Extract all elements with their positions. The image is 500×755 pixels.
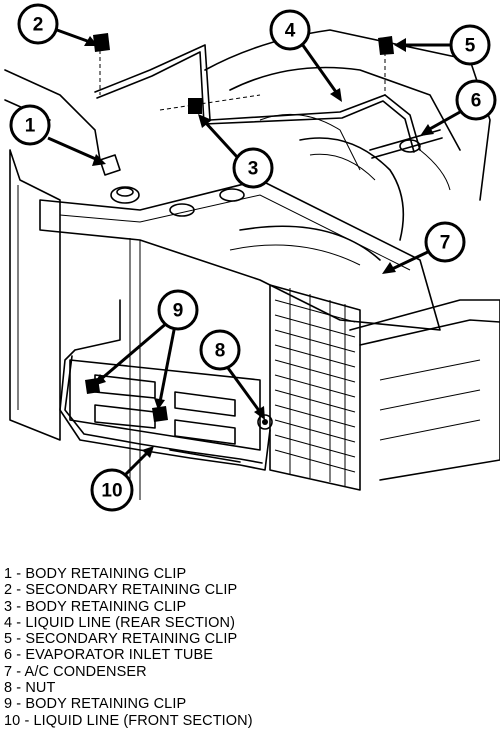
legend-item-2: 2 - SECONDARY RETAINING CLIP bbox=[4, 582, 238, 599]
callout-number-7: 7 bbox=[440, 233, 451, 254]
callout-leaders bbox=[47, 28, 468, 478]
legend-item-4: 4 - LIQUID LINE (REAR SECTION) bbox=[4, 614, 236, 631]
legend-item-3: 3 - BODY RETAINING CLIP bbox=[4, 598, 187, 615]
callout-number-8: 8 bbox=[215, 341, 226, 362]
engine-compartment-artwork bbox=[4, 29, 500, 500]
parts-legend: 1 - BODY RETAINING CLIP 2 - SECONDARY RE… bbox=[4, 566, 253, 729]
legend-item-10: 10 - LIQUID LINE (FRONT SECTION) bbox=[4, 712, 253, 729]
legend-item-5: 5 - SECONDARY RETAINING CLIP bbox=[4, 631, 238, 648]
callout-2: 2 bbox=[17, 3, 59, 45]
callout-1: 1 bbox=[9, 104, 51, 146]
body-retaining-clip-1 bbox=[99, 154, 121, 176]
component-diagram: 2 4 5 1 6 3 7 9 8 10 bbox=[4, 3, 500, 512]
callout-5: 5 bbox=[449, 24, 491, 66]
secondary-retaining-clip-5 bbox=[378, 36, 394, 55]
body-retaining-clip-9b bbox=[152, 406, 168, 422]
callout-number-1: 1 bbox=[25, 116, 36, 137]
secondary-retaining-clip-2 bbox=[93, 33, 110, 52]
legend-item-9: 9 - BODY RETAINING CLIP bbox=[4, 696, 187, 713]
callout-7: 7 bbox=[424, 221, 466, 263]
liquid-line-rear-section bbox=[94, 44, 421, 153]
callout-9: 9 bbox=[157, 289, 199, 331]
callout-number-9: 9 bbox=[173, 301, 184, 322]
legend-item-1: 1 - BODY RETAINING CLIP bbox=[4, 566, 187, 582]
callout-number-6: 6 bbox=[471, 91, 482, 112]
legend-item-6: 6 - EVAPORATOR INLET TUBE bbox=[4, 647, 214, 664]
callout-number-3: 3 bbox=[248, 159, 259, 180]
legend-item-7: 7 - A/C CONDENSER bbox=[4, 663, 147, 680]
liquid-line-front-section bbox=[59, 299, 271, 471]
callout-number-2: 2 bbox=[33, 15, 44, 36]
callout-10: 10 bbox=[90, 468, 134, 512]
legend-item-8: 8 - NUT bbox=[4, 680, 56, 697]
condenser-core bbox=[269, 284, 361, 491]
callout-8: 8 bbox=[199, 329, 241, 371]
nut-8 bbox=[257, 414, 273, 430]
callout-number-10: 10 bbox=[101, 481, 122, 502]
callout-6: 6 bbox=[455, 79, 497, 121]
callout-3: 3 bbox=[232, 147, 274, 189]
callout-number-4: 4 bbox=[285, 21, 296, 42]
callout-number-5: 5 bbox=[465, 36, 476, 57]
callout-4: 4 bbox=[269, 9, 311, 51]
